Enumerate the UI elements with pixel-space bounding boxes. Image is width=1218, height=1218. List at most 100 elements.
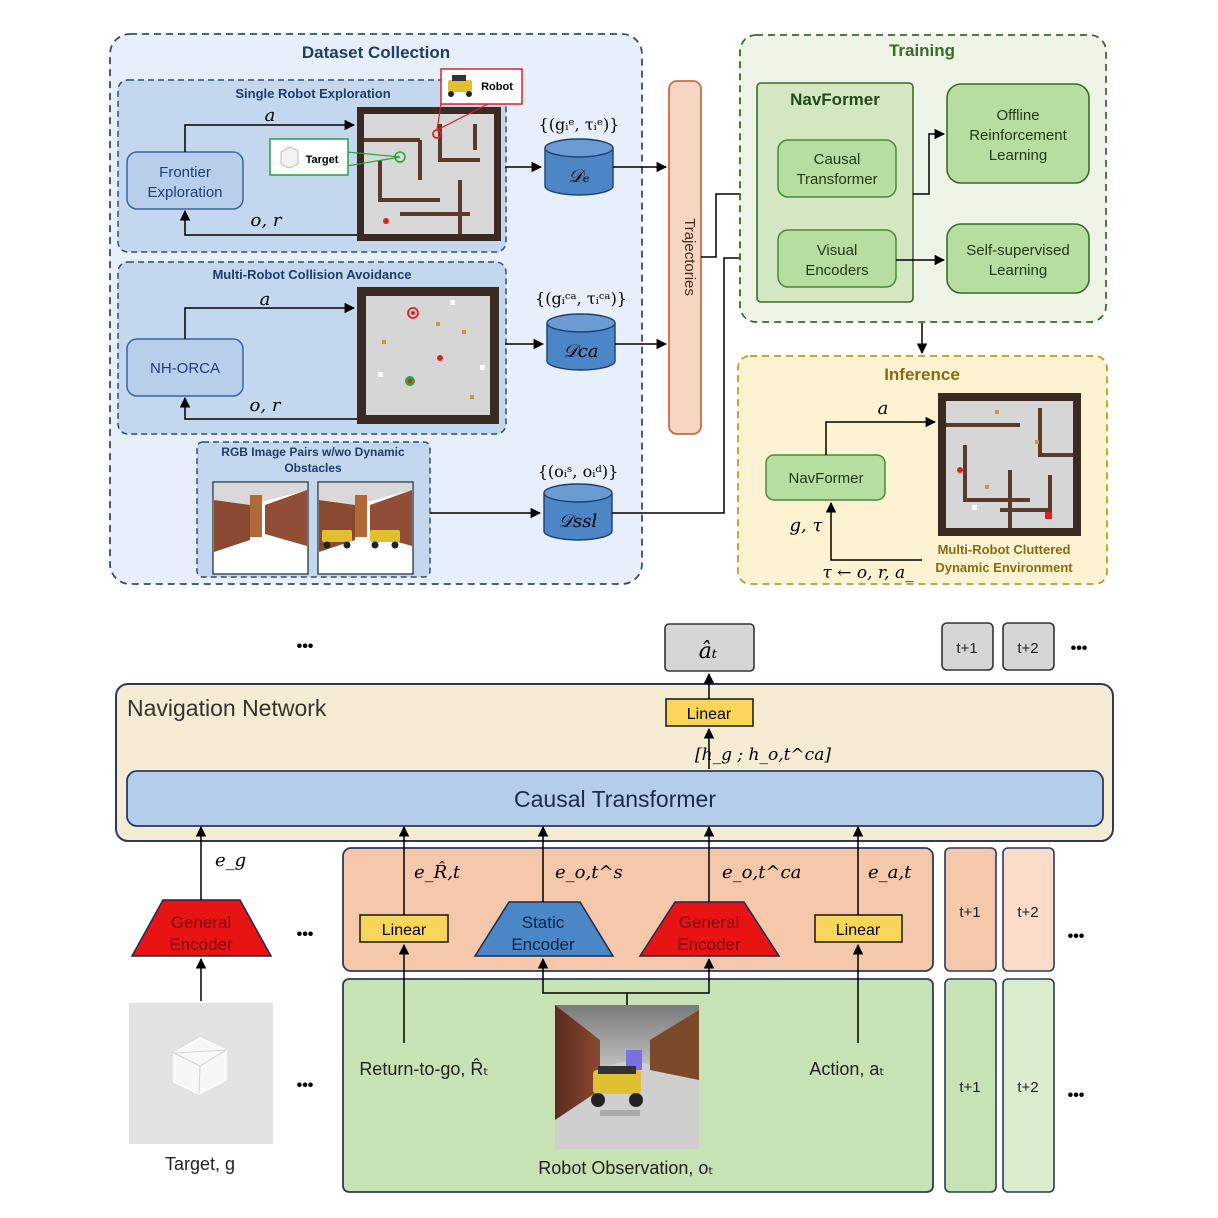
rgb-pairs-panel: RGB Image Pairs w/wo Dynamic Obstacles (196, 441, 431, 578)
static-encoder (473, 901, 615, 957)
multi-robot-panel: Multi-Robot Collision Avoidance NH-ORCA … (117, 261, 507, 435)
future-t1-top (941, 622, 994, 671)
db-ssl: {(oᵢˢ, oᵢᵈ)} 𝒟ssl (538, 462, 619, 541)
eca-label: e_o,t^ca (722, 862, 801, 883)
db-ssl-set-label: {(oᵢˢ, oᵢᵈ)} (538, 462, 619, 481)
ellipsis-top-left: ••• (297, 638, 314, 655)
train-causal-box (777, 139, 897, 198)
robot-icon (448, 75, 472, 97)
hidden-concat-label: [h_g ; h_o,t^ca] (695, 745, 831, 765)
train-causal-2: Transformer (796, 171, 877, 188)
single-feedback-arrow (179, 209, 357, 236)
inference-update-label: τ ← o, r, a_ (822, 563, 914, 583)
eR-label: e_R̂,t (414, 861, 461, 883)
rgb-title-1: RGB Image Pairs w/wo Dynamic (221, 445, 405, 459)
ea-label: e_a,t (868, 862, 912, 883)
inference-title: Inference (884, 365, 960, 384)
db-ca-set-label: {(gᵢᶜᵃ, τᵢᶜᵃ)} (535, 289, 627, 308)
train-visual-1: Visual (817, 242, 858, 259)
output-linear-box (665, 698, 754, 727)
training-title: Training (889, 41, 955, 60)
multi-action-arrow (184, 302, 356, 339)
future-t2-top-label: t+2 (1017, 640, 1038, 657)
offline-rl-1: Offline (996, 107, 1039, 124)
future-t1-obs-label: t+1 (959, 1079, 980, 1096)
robot-callout-label: Robot (481, 81, 513, 93)
inference-input-label: g, τ (790, 515, 824, 536)
ssl-1: Self-supervised (966, 242, 1069, 259)
single-feedback-label: o, r (251, 210, 283, 231)
target-callout-label: Target (306, 154, 339, 166)
causal-transformer-label: Causal Transformer (514, 786, 716, 812)
multi-arena-image (357, 287, 499, 424)
single-action-label: a (265, 105, 276, 126)
ellipsis-encoder-left: ••• (297, 926, 314, 943)
ellipsis-obs-right: ••• (1068, 1087, 1085, 1104)
dataset-collection-title: Dataset Collection (302, 43, 450, 62)
output-action-box (664, 623, 755, 672)
nh-orca-label: NH-ORCA (150, 360, 220, 377)
db-e-label: 𝒟ₑ (568, 166, 589, 187)
inference-panel: Inference NavFormer a g, τ τ ← o, r, a_ … (737, 355, 1108, 585)
action-input-label: Action, aₜ (809, 1059, 884, 1079)
trajectories-label: Trajectories (681, 218, 698, 296)
obs-encoder-label-1: General (679, 913, 739, 932)
db-e: {(gᵢᵉ, τᵢᵉ)} 𝒟ₑ (539, 115, 619, 196)
future-t1-obs (944, 978, 997, 1193)
navformer-title: NavFormer (790, 90, 880, 109)
static-encoder-label-2: Encoder (511, 935, 575, 954)
inference-env-label-1: Multi-Robot Cluttered (938, 542, 1071, 557)
target-encoder-label-1: General (171, 913, 231, 932)
obs-general-encoder (638, 901, 781, 957)
rtg-input-label: Return-to-go, R̂ₜ (359, 1058, 488, 1079)
ellipsis-encoder-right: ••• (1068, 928, 1085, 945)
multi-action-label: a (260, 289, 271, 310)
target-image (129, 1003, 273, 1144)
navigation-network-title: Navigation Network (127, 695, 327, 721)
rtg-linear-label: Linear (382, 922, 427, 939)
offline-rl-2: Reinforcement (969, 127, 1067, 144)
db-ssl-label: 𝒟ssl (559, 511, 598, 532)
multi-feedback-label: o, r (250, 395, 282, 416)
robot-observation-image (555, 1005, 699, 1149)
single-robot-title: Single Robot Exploration (235, 86, 390, 101)
single-maze-image (357, 107, 501, 241)
ellipsis-obs-left: ••• (297, 1077, 314, 1094)
rgb-static-image (212, 481, 309, 575)
target-encoder-label-2: Encoder (169, 935, 233, 954)
ssl-box (946, 223, 1090, 294)
rgb-title-2: Obstacles (284, 461, 342, 475)
robot-observation-label: Robot Observation, oₜ (538, 1158, 713, 1178)
rgb-dynamic-image (317, 481, 414, 575)
offline-rl-3: Learning (989, 147, 1047, 164)
future-t2-top (1002, 622, 1055, 671)
inference-navformer-label: NavFormer (788, 470, 863, 487)
frontier-label-2: Exploration (147, 184, 222, 201)
multi-feedback-arrow (179, 396, 357, 420)
db-ca-label: 𝒟ca (563, 341, 598, 362)
causal-transformer-box (126, 770, 1104, 827)
output-action-label: âₜ (699, 639, 718, 664)
eg-label: e_g (215, 850, 246, 871)
target-label: Target, g (165, 1154, 235, 1174)
es-label: e_o,t^s (555, 862, 623, 883)
train-visual-2: Encoders (805, 262, 868, 279)
frontier-label-1: Frontier (159, 164, 211, 181)
static-encoder-label-1: Static (522, 913, 565, 932)
target-cube-icon (280, 146, 299, 169)
future-t2-encoder (1002, 847, 1055, 972)
training-panel: Training NavFormer Causal Transformer Vi… (739, 34, 1107, 323)
future-t2-encoder-label: t+2 (1017, 904, 1038, 921)
multi-robot-title: Multi-Robot Collision Avoidance (212, 267, 411, 282)
future-t1-encoder (944, 847, 997, 972)
single-robot-panel: Single Robot Exploration Frontier Explor… (117, 68, 523, 253)
ssl-2: Learning (989, 262, 1047, 279)
offline-rl-box (946, 83, 1090, 184)
target-general-encoder (130, 899, 273, 957)
inference-action-label: a (878, 398, 889, 419)
ellipsis-top-right: ••• (1071, 640, 1088, 657)
action-linear-box (814, 914, 903, 943)
action-linear-label: Linear (836, 922, 881, 939)
